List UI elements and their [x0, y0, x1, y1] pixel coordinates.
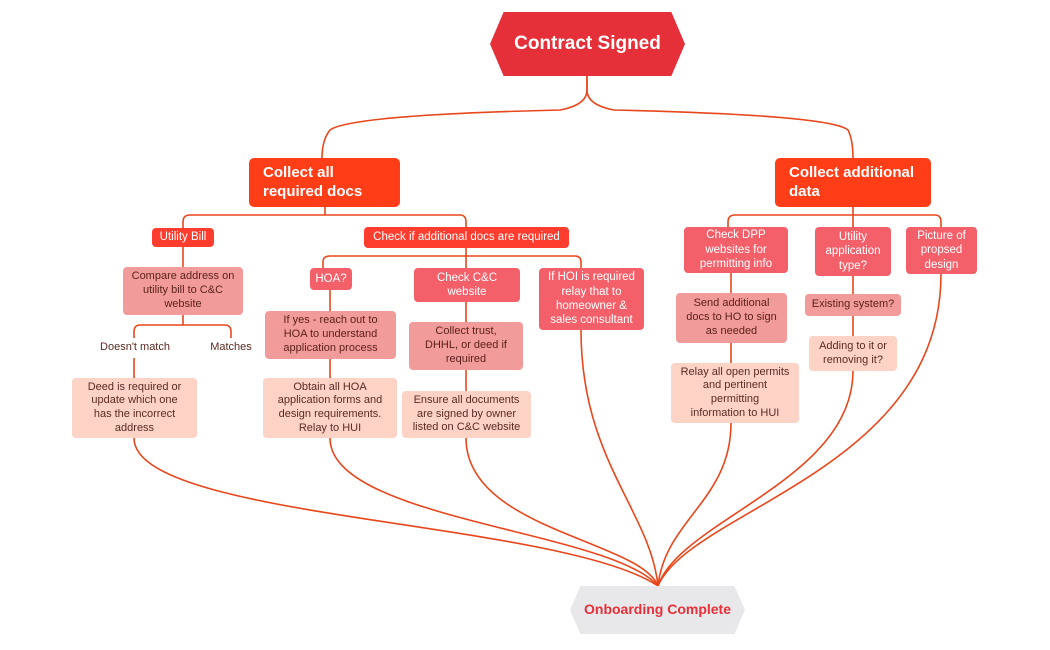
root-contract-signed: Contract Signed: [490, 12, 685, 76]
node-check-cc-website: Check C&C website: [414, 268, 520, 302]
node-adding-removing: Adding to it or removing it?: [809, 336, 897, 371]
node-picture-design: Picture of propsed design: [906, 227, 977, 274]
branch-collect-data: Collect additional data: [775, 158, 931, 207]
label-doesnt-match: Doesn't match: [100, 341, 170, 354]
node-hoa: HOA?: [310, 268, 352, 290]
node-compare-address: Compare address on utility bill to C&C w…: [123, 267, 243, 315]
node-hoi-required: If HOI is required relay that to homeown…: [539, 268, 644, 330]
node-hoa-obtain-forms: Obtain all HOA application forms and des…: [263, 378, 397, 438]
node-check-dpp: Check DPP websites for permitting info: [684, 227, 788, 273]
node-relay-permits: Relay all open permits and pertinent per…: [671, 363, 799, 423]
end-onboarding-complete: Onboarding Complete: [570, 586, 745, 634]
branch-collect-docs: Collect all required docs: [249, 158, 400, 207]
node-deed-required: Deed is required or update which one has…: [72, 378, 197, 438]
node-check-additional-docs: Check if additional docs are required: [364, 227, 569, 248]
node-send-additional-docs: Send additional docs to HO to sign as ne…: [676, 293, 787, 343]
node-utility-bill: Utility Bill: [152, 228, 214, 247]
node-existing-system: Existing system?: [805, 294, 901, 316]
node-ensure-signed: Ensure all documents are signed by owner…: [402, 391, 531, 438]
node-hoa-reach-out: If yes - reach out to HOA to understand …: [265, 311, 396, 359]
node-utility-application-type: Utility application type?: [815, 227, 891, 276]
label-matches: Matches: [210, 341, 252, 354]
node-collect-trust: Collect trust, DHHL, or deed if required: [409, 322, 523, 370]
